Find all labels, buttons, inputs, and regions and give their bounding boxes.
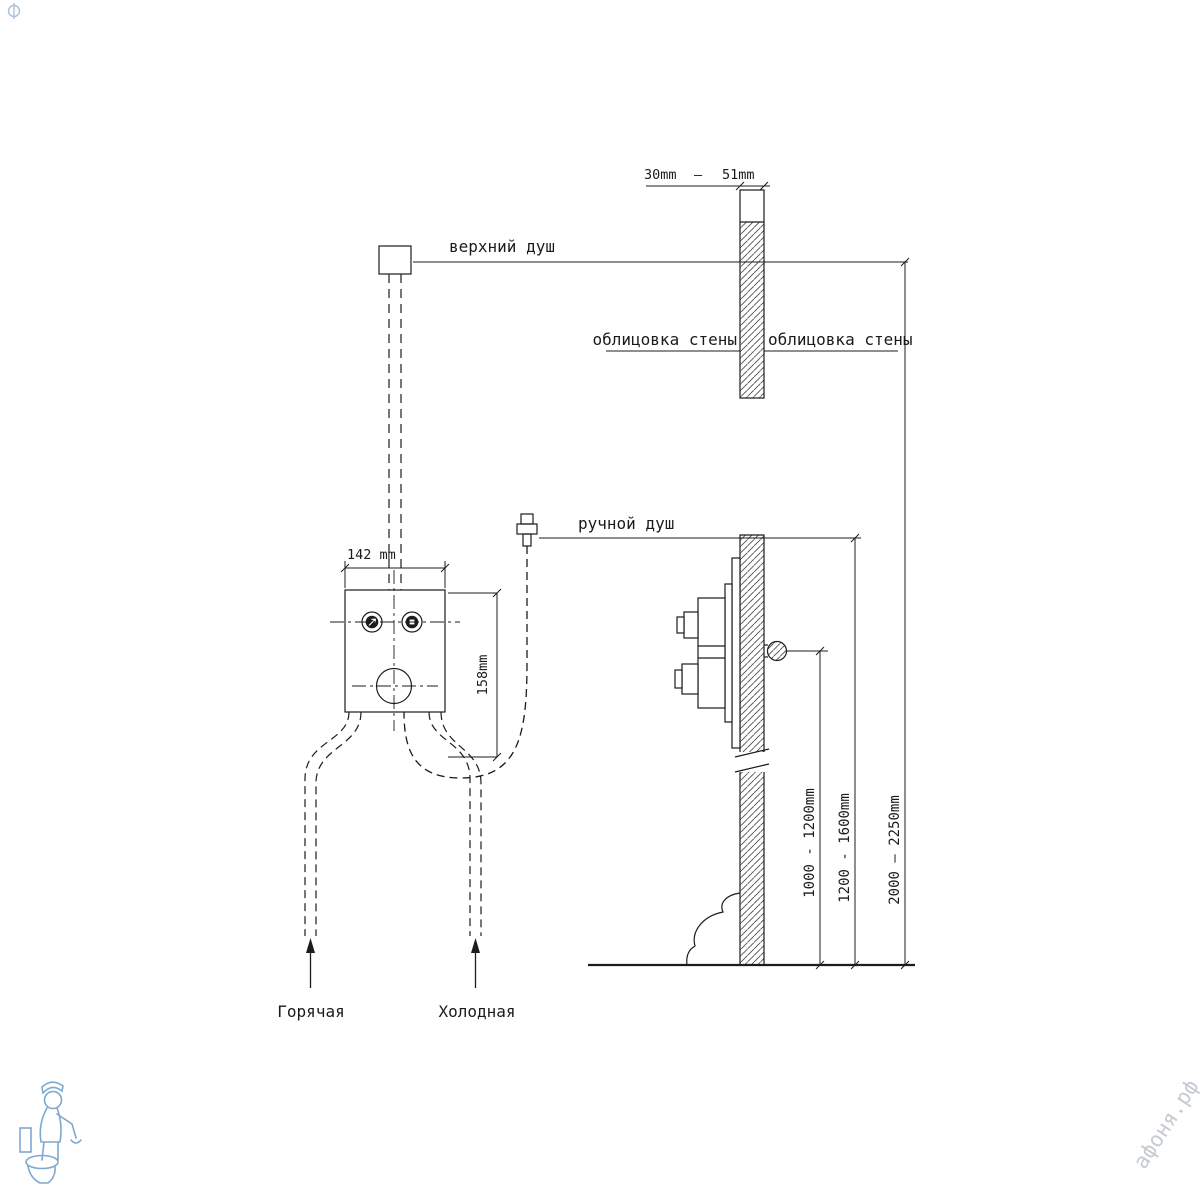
- hand-shower-height-label: 1200 - 1600mm: [837, 793, 853, 903]
- mixer-box: [344, 589, 446, 713]
- watermark-logo: [19, 1081, 82, 1184]
- flow-arrows: [306, 938, 480, 988]
- outlet-height-label: 1000 - 1200mm: [802, 788, 818, 898]
- box-height-label: 158mm: [475, 655, 491, 696]
- hot-supply-label: Горячая: [277, 1002, 344, 1021]
- overhead-shower-flange: [378, 245, 412, 275]
- wall-foot-profile: [686, 892, 741, 966]
- wall-thickness-max-label: 51mm: [722, 167, 755, 183]
- hand-shower-hose: [403, 546, 528, 779]
- hand-shower-connector: [516, 513, 538, 547]
- cold-supply-label: Холодная: [438, 1002, 515, 1021]
- side-view-valve: [674, 557, 788, 749]
- diverter-button-right: [401, 611, 423, 633]
- supply-pipes: [304, 711, 482, 936]
- hand-shower-label: ручной душ: [578, 514, 674, 533]
- box-width-label: 142 mm: [347, 547, 396, 563]
- wall-thickness-dimension: [646, 181, 770, 191]
- wall-thickness-separator: —: [694, 167, 703, 183]
- watermark-site-text: афоня.рф: [1129, 1075, 1200, 1173]
- watermark-corner-mark: [7, 3, 21, 19]
- wall-cladding-left-label: облицовка стены: [593, 330, 738, 349]
- box-height-dimension: [448, 588, 502, 762]
- box-width-dimension: [340, 561, 450, 588]
- side-view-wall: [734, 189, 770, 965]
- overhead-shower-label: верхний душ: [449, 237, 555, 256]
- overhead-height-label: 2000 — 2250mm: [887, 795, 903, 905]
- wall-cladding-right-label: облицовка стены: [768, 330, 913, 349]
- hand-shower-outlet: [766, 640, 788, 662]
- wall-thickness-min-label: 30mm: [644, 167, 677, 183]
- level-lines: [413, 261, 908, 539]
- front-view: [330, 245, 460, 731]
